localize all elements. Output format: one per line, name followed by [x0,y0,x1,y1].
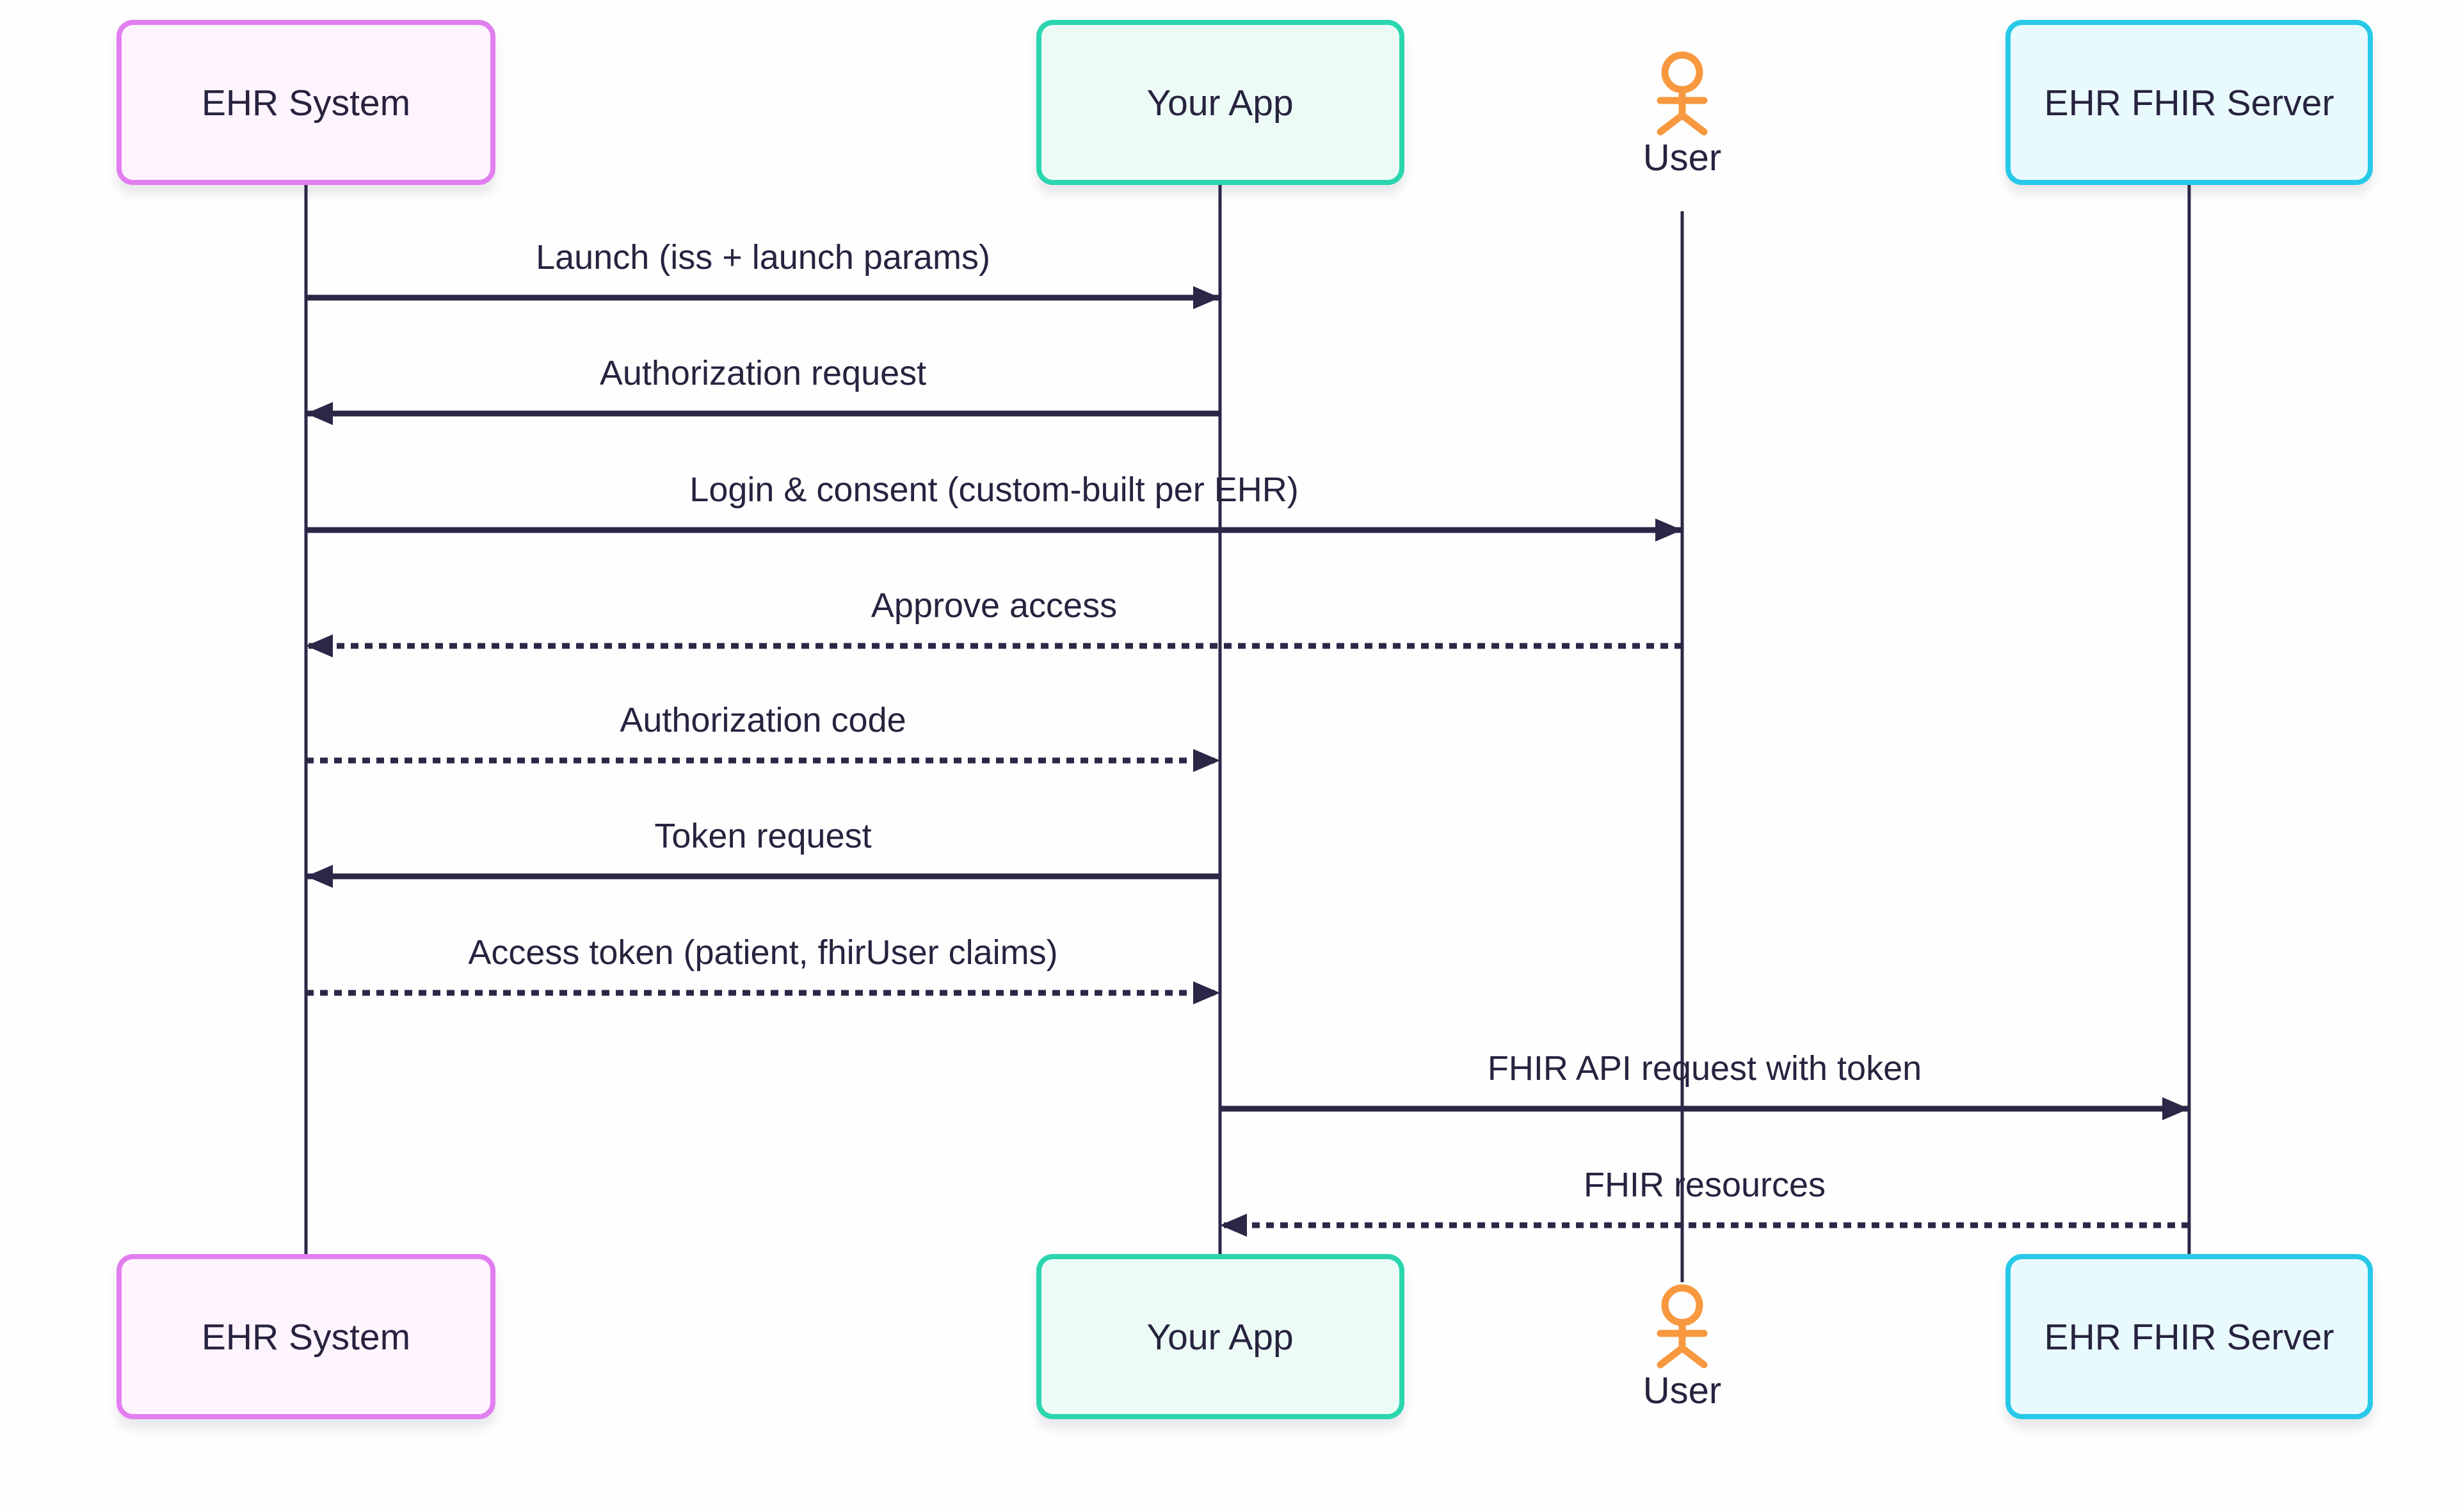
participant-box [2005,20,2373,185]
actor-head-icon [1661,51,1703,93]
participant-ehr-fhir-server-top: EHR FHIR Server [2005,20,2373,185]
participant-your-app-bottom: Your App [1036,1254,1404,1419]
participant-label: EHR FHIR Server [2044,83,2334,124]
message-label: Launch (iss + launch params) [536,238,990,277]
message-token-request: Token request [306,817,1220,888]
actor-legs-icon [1657,1344,1708,1369]
actor-label: User [1643,137,1721,179]
user-stick-figure-icon [1657,51,1708,136]
message-label: Authorization request [600,354,926,392]
participant-label: EHR System [202,83,410,124]
message-authorization-request: Authorization request [306,354,1220,425]
message-label: Approve access [871,586,1117,625]
participant-ehr-system-bottom: EHR System [116,1254,495,1419]
participant-ehr-fhir-server-bottom: EHR FHIR Server [2005,1254,2373,1419]
actor-user-top: User [1643,51,1721,179]
participant-label: Your App [1146,83,1293,124]
participant-label: EHR FHIR Server [2044,1317,2334,1358]
participant-box [116,20,495,185]
message-fhir-api-request: FHIR API request with token [1220,1049,2189,1120]
user-stick-figure-icon [1657,1284,1708,1369]
message-label: Login & consent (custom-built per EHR) [689,470,1298,509]
message-launch: Launch (iss + launch params) [306,238,1220,309]
actor-user-bottom: User [1643,1284,1721,1411]
participant-box [1036,20,1404,185]
actor-head-icon [1661,1284,1703,1326]
message-label: Authorization code [620,701,906,739]
message-authorization-code: Authorization code [306,701,1220,772]
message-label: FHIR resources [1584,1166,1826,1204]
message-access-token: Access token (patient, fhirUser claims) [306,933,1220,1004]
participant-your-app-top: Your App [1036,20,1404,185]
message-label: Access token (patient, fhirUser claims) [468,933,1057,972]
message-approve-access: Approve access [306,586,1682,657]
participant-box [116,1254,495,1419]
participant-label: Your App [1146,1317,1293,1358]
participant-label: EHR System [202,1317,410,1358]
actor-legs-icon [1657,111,1708,136]
message-login-consent: Login & consent (custom-built per EHR) [306,470,1682,542]
participant-box [1036,1254,1404,1419]
actor-label: User [1643,1370,1721,1411]
participant-box [2005,1254,2373,1419]
message-fhir-resources: FHIR resources [1220,1166,2189,1237]
participant-ehr-system-top: EHR System [116,20,495,185]
message-label: Token request [654,817,871,855]
message-label: FHIR API request with token [1488,1049,1922,1088]
